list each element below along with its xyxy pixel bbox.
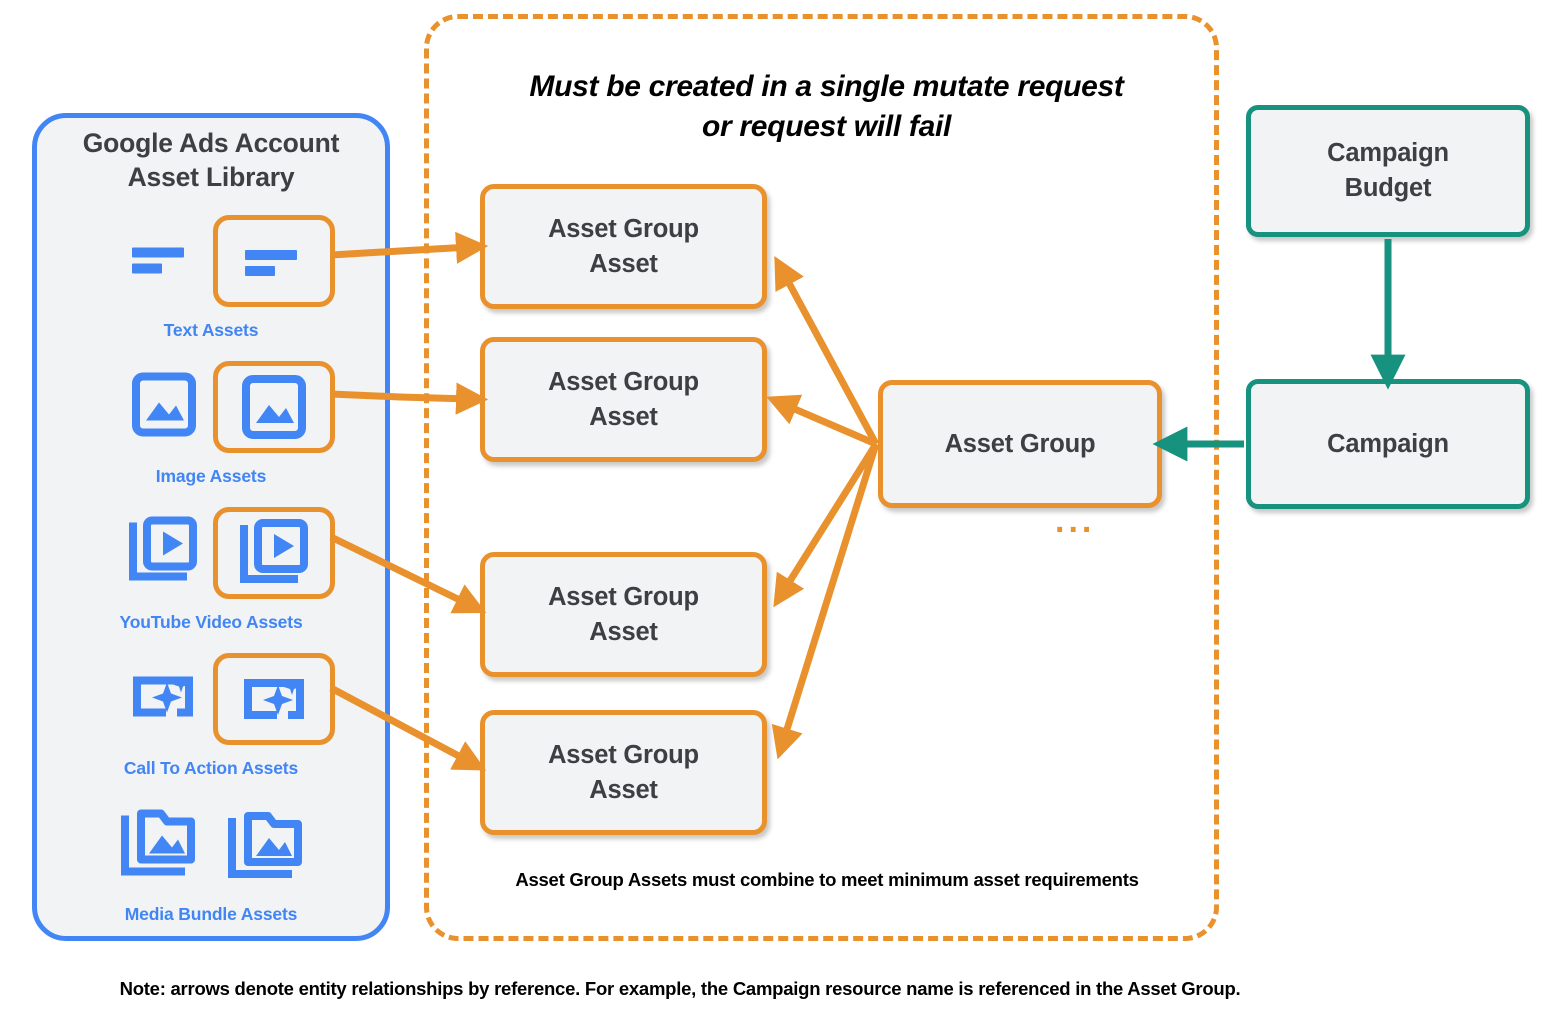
asset-group-asset-3-line1: Asset Group bbox=[548, 582, 699, 611]
asset-group-asset-node-3[interactable]: Asset Group Asset bbox=[480, 552, 767, 677]
asset-row-media-bundle[interactable]: Media Bundle Assets bbox=[37, 797, 385, 925]
asset-library-title-line1: Google Ads Account bbox=[82, 128, 340, 158]
asset-icons-cta bbox=[37, 651, 385, 747]
mutate-region-footnote: Asset Group Assets must combine to meet … bbox=[515, 869, 1139, 890]
video-stack-icon-highlighted[interactable] bbox=[213, 507, 335, 599]
asset-label-image: Image Assets bbox=[155, 466, 267, 486]
asset-group-asset-node-1[interactable]: Asset Group Asset bbox=[480, 184, 767, 309]
asset-library-panel: Google Ads Account Asset Library bbox=[32, 113, 390, 941]
mutate-title-line2: or request will fail bbox=[701, 109, 952, 143]
text-lines-icon bbox=[132, 242, 190, 281]
campaign-budget-node[interactable]: Campaign Budget bbox=[1246, 105, 1530, 237]
asset-row-image[interactable]: Image Assets bbox=[37, 359, 385, 487]
asset-icons-text bbox=[37, 213, 385, 309]
asset-group-asset-2-line1: Asset Group bbox=[548, 367, 699, 396]
asset-group-node[interactable]: Asset Group bbox=[878, 380, 1162, 508]
campaign-node-label: Campaign bbox=[1327, 429, 1449, 458]
asset-icons-video bbox=[37, 505, 385, 601]
media-bundle-icon-second bbox=[205, 799, 327, 891]
asset-icons-media-bundle bbox=[37, 797, 385, 893]
asset-icons-image bbox=[37, 359, 385, 455]
mutate-region-title: Must be created in a single mutate reque… bbox=[459, 67, 1194, 147]
asset-row-video[interactable]: YouTube Video Assets bbox=[37, 505, 385, 633]
mutate-title-line1: Must be created in a single mutate reque… bbox=[529, 70, 1124, 103]
asset-group-asset-node-2[interactable]: Asset Group Asset bbox=[480, 337, 767, 462]
image-icon-highlighted[interactable] bbox=[213, 361, 335, 453]
asset-library-title-line2: Asset Library bbox=[127, 161, 295, 192]
campaign-budget-line2: Budget bbox=[1344, 174, 1432, 202]
cta-sparkle-icon-highlighted[interactable] bbox=[213, 653, 335, 745]
asset-label-media-bundle: Media Bundle Assets bbox=[124, 904, 298, 924]
asset-group-asset-node-4[interactable]: Asset Group Asset bbox=[480, 710, 767, 835]
ellipsis-indicator: ... bbox=[1055, 502, 1096, 540]
asset-group-asset-1-line1: Asset Group bbox=[548, 214, 699, 243]
image-icon bbox=[132, 372, 196, 442]
campaign-node[interactable]: Campaign bbox=[1246, 379, 1530, 509]
asset-label-video: YouTube Video Assets bbox=[119, 612, 303, 632]
bottom-note: Note: arrows denote entity relationships… bbox=[119, 978, 1241, 999]
asset-group-node-label: Asset Group bbox=[944, 429, 1096, 458]
media-bundle-icon bbox=[119, 806, 199, 885]
cta-sparkle-icon bbox=[129, 671, 197, 728]
video-stack-icon bbox=[127, 516, 199, 590]
asset-row-cta[interactable]: Call To Action Assets bbox=[37, 651, 385, 779]
asset-group-asset-1-line2: Asset bbox=[589, 249, 658, 278]
asset-group-asset-4-line2: Asset bbox=[589, 775, 658, 804]
campaign-budget-line1: Campaign bbox=[1327, 139, 1449, 168]
asset-row-text[interactable]: Text Assets bbox=[37, 213, 385, 341]
asset-label-cta: Call To Action Assets bbox=[123, 758, 299, 778]
asset-group-asset-4-line1: Asset Group bbox=[548, 740, 699, 769]
asset-group-asset-2-line2: Asset bbox=[589, 402, 658, 431]
asset-label-text: Text Assets bbox=[163, 320, 259, 340]
text-lines-icon-highlighted[interactable] bbox=[213, 215, 335, 307]
asset-library-title: Google Ads Account Asset Library bbox=[37, 127, 385, 195]
asset-group-asset-3-line2: Asset bbox=[589, 617, 658, 646]
